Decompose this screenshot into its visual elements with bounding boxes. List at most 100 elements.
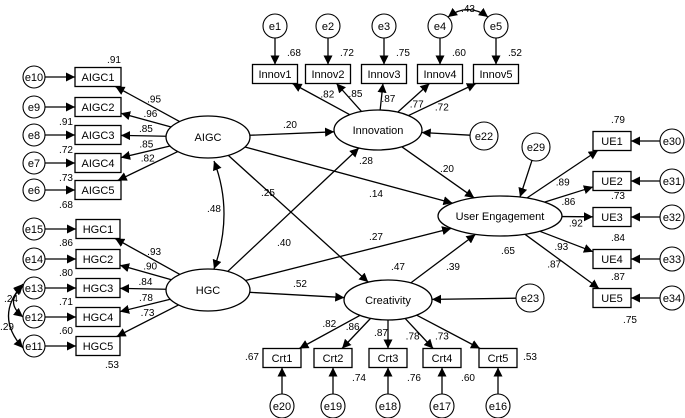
- error-e18: [375, 393, 401, 418]
- path-Creativity_UserEngagement: [410, 233, 476, 284]
- latent-label-Innovation: Innovation: [353, 125, 404, 137]
- indicator-label-UE5: UE5: [601, 293, 622, 305]
- r-squared-UE5-bottom: .75: [623, 315, 637, 326]
- r-squared-Crt1: .67: [245, 352, 259, 363]
- coef-e12_e13: .24: [4, 294, 18, 305]
- error-label-e33: e33: [663, 254, 681, 266]
- covariance-e11-e13: [8, 283, 24, 349]
- r-squared-UE1: .79: [611, 115, 625, 126]
- error-e3: [371, 13, 397, 39]
- error-label-e17: e17: [433, 401, 451, 413]
- indicator-Crt3: [368, 347, 408, 369]
- loading-label-AIGC3: .85: [139, 124, 153, 135]
- indicator-AIGC4: [74, 152, 122, 174]
- indicator-UE3: [592, 206, 632, 228]
- indicator-label-AIGC3: AIGC3: [81, 130, 114, 142]
- coef-HGC_UserEngagement: .27: [369, 232, 383, 243]
- error-label-e23: e23: [521, 293, 539, 305]
- indicator-label-UE2: UE2: [601, 176, 622, 188]
- indicator-label-Crt1: Crt1: [272, 353, 293, 365]
- loading-label-Crt3: .87: [374, 328, 388, 339]
- r-squared-AIGC2: .91: [59, 117, 73, 128]
- error-label-e12: e12: [25, 312, 43, 324]
- indicator-UE2: [592, 170, 632, 192]
- error-label-e20: e20: [273, 401, 291, 413]
- indicator-label-AIGC5: AIGC5: [81, 185, 114, 197]
- loading-arrow-Innov3: [377, 83, 387, 111]
- latent-HGC: [165, 268, 251, 312]
- indicator-AIGC3: [74, 124, 122, 146]
- indicator-HGC2: [75, 248, 121, 270]
- error-e23: [515, 283, 545, 313]
- loading-label-HGC4: .78: [139, 293, 153, 304]
- loading-arrow-AIGC3: [120, 131, 167, 141]
- error-e1: [262, 13, 288, 39]
- loading-label-AIGC2: .96: [143, 109, 157, 120]
- r-squared-Crt4: .60: [461, 373, 475, 384]
- indicator-UE5: [592, 287, 632, 309]
- loading-arrow-UE1: [526, 149, 599, 199]
- indicator-label-Crt3: Crt3: [378, 353, 399, 365]
- error-e9: [22, 95, 46, 119]
- indicator-label-UE1: UE1: [601, 136, 622, 148]
- latent-label-UserEngagement: User Engagement: [456, 211, 545, 223]
- loading-label-UE1: .89: [556, 177, 570, 188]
- error-label-e7: e7: [28, 158, 40, 170]
- error-label-e16: e16: [489, 401, 507, 413]
- error-e34: [659, 285, 685, 311]
- indicator-Innov2: [304, 63, 352, 85]
- r-squared-Innov4: .60: [452, 48, 466, 59]
- coef-e11_e13: .29: [0, 322, 14, 333]
- indicator-label-AIGC1: AIGC1: [81, 72, 114, 84]
- path-AIGC_Creativity: [227, 154, 369, 283]
- loading-arrow-Innov2: [335, 83, 362, 112]
- error-label-e30: e30: [663, 136, 681, 148]
- coef-Creativity_UserEngagement: .39: [446, 262, 460, 273]
- r-squared-AIGC1: .91: [107, 55, 121, 66]
- r-squared-HGC1: .86: [59, 238, 73, 249]
- loading-arrow-Crt4: [404, 317, 434, 349]
- indicator-label-Innov5: Innov5: [479, 69, 512, 81]
- indicator-Innov4: [416, 63, 464, 85]
- error-e31: [659, 168, 685, 194]
- error-e33: [659, 246, 685, 272]
- error-e29: [521, 132, 551, 162]
- coef-e4_e5: .43: [461, 4, 475, 15]
- latent-label-AIGC: AIGC: [195, 132, 222, 144]
- loading-label-AIGC4: .85: [139, 139, 153, 150]
- loading-arrow-HGC3: [119, 284, 167, 294]
- error-label-e10: e10: [25, 72, 43, 84]
- loading-arrow-UE4: [539, 230, 594, 253]
- loading-label-AIGC5: .82: [141, 153, 155, 164]
- error-label-e1: e1: [269, 21, 281, 33]
- r-squared-UE3: .73: [611, 191, 625, 202]
- loading-arrow-Innov5: [408, 82, 477, 117]
- indicator-HGC4: [75, 306, 121, 328]
- coef-AIGC_Innovation: .20: [283, 120, 297, 131]
- loading-arrow-UE5: [524, 233, 600, 290]
- error-e12: [22, 305, 46, 329]
- error-label-e11: e11: [25, 341, 43, 353]
- latent-Creativity: [343, 279, 433, 321]
- r-squared-Crt2: .74: [352, 373, 366, 384]
- loading-label-Innov1: .82: [320, 89, 334, 100]
- loading-label-Innov5: .72: [435, 102, 449, 113]
- loading-arrow-Innov1: [292, 82, 351, 116]
- loading-arrow-AIGC2: [120, 111, 172, 128]
- loading-arrow-AIGC4: [120, 145, 171, 160]
- error-e7: [22, 151, 46, 175]
- error-label-e3: e3: [378, 21, 390, 33]
- indicator-Crt5: [478, 347, 518, 369]
- error-e30: [659, 128, 685, 154]
- indicator-label-Crt5: Crt5: [488, 353, 509, 365]
- loading-arrow-AIGC1: [115, 85, 180, 123]
- error-label-e15: e15: [25, 224, 43, 236]
- loading-arrow-Crt1: [299, 314, 361, 350]
- loading-label-HGC3: .84: [138, 277, 152, 288]
- r-squared-UE4: .84: [611, 233, 625, 244]
- loading-label-HGC1: .93: [147, 247, 161, 258]
- error-label-e32: e32: [663, 212, 681, 224]
- error-label-e18: e18: [379, 401, 397, 413]
- error-label-e34: e34: [663, 293, 681, 305]
